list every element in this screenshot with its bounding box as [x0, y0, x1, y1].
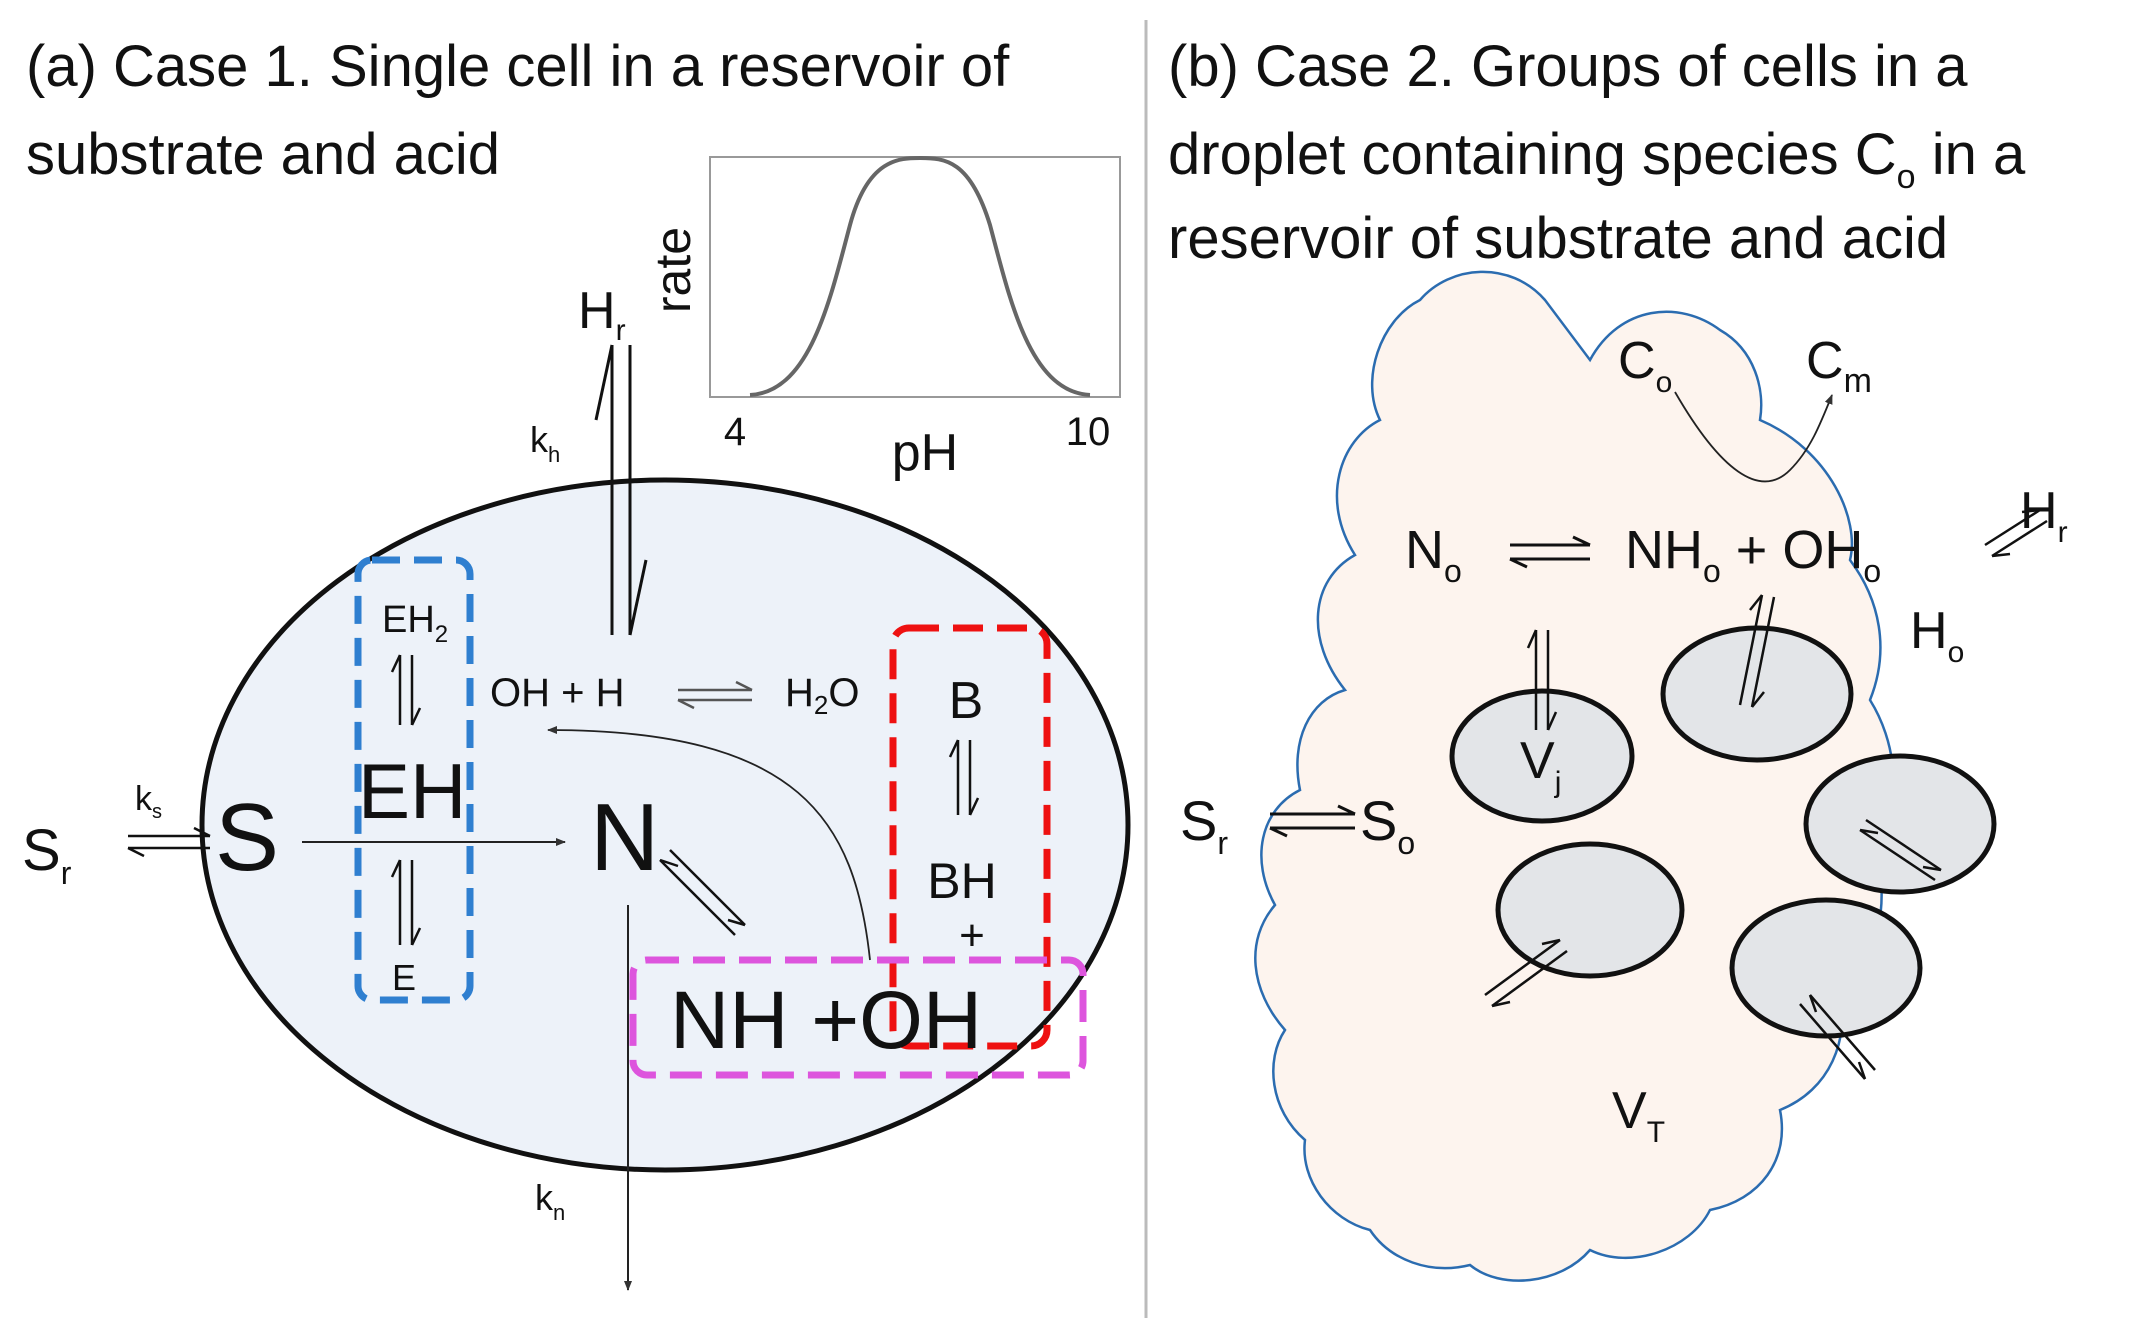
- cell-vj: [1449, 688, 1635, 824]
- label-kh: kh: [530, 419, 560, 467]
- panel-b-title-line2: droplet containing species Co in a: [1168, 122, 2026, 196]
- label-E: E: [392, 957, 416, 998]
- label-Hr-b: Hr: [2020, 482, 2068, 549]
- enzyme-box: [354, 556, 474, 1004]
- eh-e-arrows: [390, 859, 422, 946]
- label-Vj: Vj: [1520, 732, 1561, 799]
- eh2-eh-arrows: [390, 654, 422, 726]
- label-Cm: Cm: [1806, 332, 1872, 400]
- label-ks: ks: [135, 780, 162, 823]
- so-exchange-arrows: [1269, 804, 1356, 838]
- label-Co: Co: [1618, 332, 1672, 399]
- label-No: No: [1405, 520, 1462, 589]
- inset-ylabel: rate: [645, 227, 701, 313]
- cell-body: [199, 477, 1131, 1173]
- label-Sr: Sr: [22, 818, 72, 891]
- no-equilibrium-arrows: [1509, 535, 1591, 569]
- panel-b: (b) Case 2. Groups of cells in a droplet…: [1168, 34, 2068, 1282]
- inset-chart: rate pH 4 10: [645, 155, 1121, 482]
- label-N: N: [590, 784, 659, 891]
- buffer-box: [889, 624, 1051, 1050]
- hr-b-exchange-arrows: [1984, 508, 2048, 558]
- hr-exchange-arrows: [594, 344, 648, 636]
- panel-b-title-line1: (b) Case 2. Groups of cells in a: [1168, 34, 1968, 99]
- label-B: B: [949, 672, 984, 730]
- hydroxide-feedback-arrow: [547, 726, 871, 961]
- panel-a: (a) Case 1. Single cell in a reservoir o…: [22, 34, 1131, 1291]
- label-Hr: Hr: [578, 282, 626, 347]
- product-box: [629, 956, 1087, 1079]
- label-So: So: [1360, 789, 1415, 861]
- panel-a-title-line2: substrate and acid: [26, 122, 500, 187]
- label-NH-OH: NH +OH: [670, 975, 982, 1066]
- cell-2: [1660, 625, 1854, 763]
- label-Ho: Ho: [1910, 602, 1964, 669]
- b-bh-arrows: [948, 739, 980, 816]
- inset-chart-frame: [709, 156, 1121, 398]
- cell-5: [1729, 897, 1923, 1039]
- panel-a-title-line1: (a) Case 1. Single cell in a reservoir o…: [26, 34, 1010, 99]
- rate-curve: [749, 155, 1091, 397]
- label-EH: EH: [358, 747, 466, 835]
- n-dissociation-arrows: [659, 849, 746, 936]
- label-BH-plus: +: [959, 911, 985, 960]
- conversion-arrow: [1674, 391, 1833, 483]
- panel-b-title-line3: reservoir of substrate and acid: [1168, 206, 1948, 271]
- cell-exchange-arrows: [1484, 594, 1942, 1080]
- label-OH-H: OH + H: [490, 671, 624, 715]
- cell-4: [1495, 841, 1685, 979]
- water-equilibrium-arrows: [677, 680, 753, 710]
- label-S: S: [215, 784, 279, 891]
- label-VT: VT: [1612, 1082, 1665, 1149]
- cell-3: [1803, 753, 1997, 895]
- label-BH: BH: [927, 853, 996, 909]
- label-kn: kn: [535, 1177, 565, 1225]
- inset-tick-max: 10: [1066, 410, 1111, 454]
- inset-xlabel: pH: [892, 424, 958, 482]
- substrate-exchange-arrows: [127, 826, 211, 858]
- label-Sr-b: Sr: [1180, 789, 1228, 861]
- inset-tick-min: 4: [724, 410, 746, 454]
- label-NHo-OHo: NHo + OHo: [1625, 520, 1881, 589]
- label-H2O: H2O: [785, 671, 859, 720]
- label-EH2: EH2: [382, 599, 448, 648]
